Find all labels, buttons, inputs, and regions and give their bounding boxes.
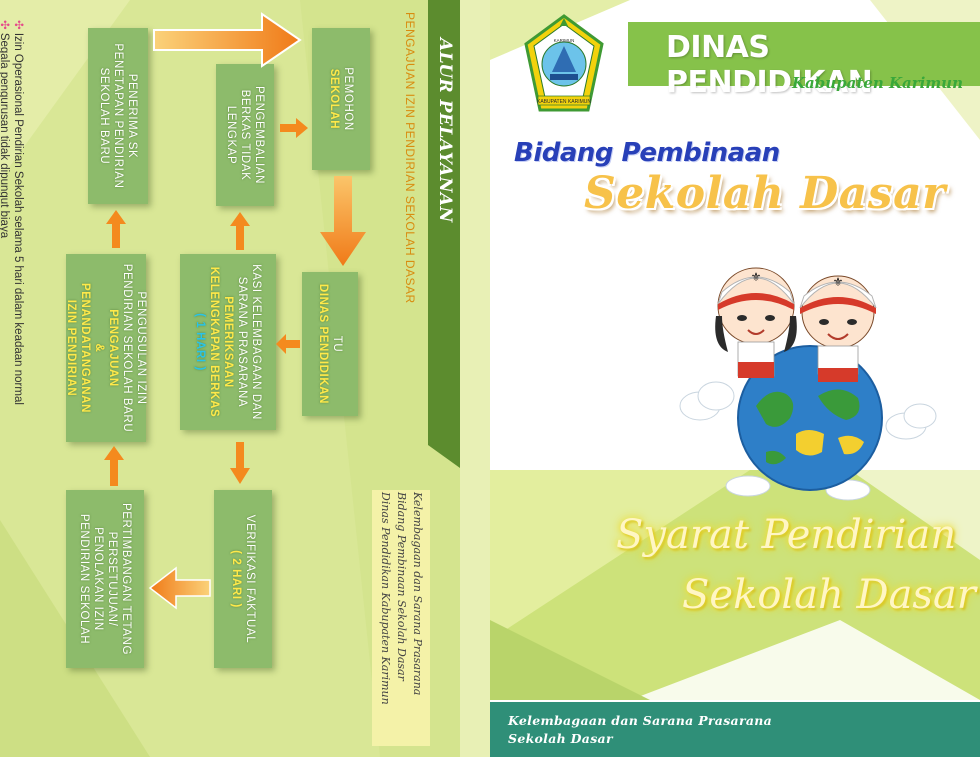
logo-text-bottom: KABUPATEN KARIMUN: [537, 99, 591, 105]
box-penerima-line3: SEKOLAH BARU: [98, 67, 110, 165]
box-pengusulan-line4: &: [93, 343, 105, 353]
box-pengusulan-line5: PENANDATANGANAN: [79, 283, 91, 413]
credit-line-2: Bidang Pembinaan Sekolah Dasar: [395, 492, 408, 681]
arrow-down-small-icon: [230, 442, 250, 484]
header-band: [628, 22, 980, 86]
credit-block: [372, 490, 430, 746]
box-kasi-line3: PEMERIKSAAN: [222, 296, 234, 388]
box-verifikasi: VERIFIKASI FAKTUAL ( 2 HARI ): [214, 490, 272, 668]
box-penerima: PENERIMA SK PENETAPAN PENDIRIAN SEKOLAH …: [88, 28, 148, 204]
box-kasi-line1: KASI KELEMBAGAAN DAN: [250, 264, 262, 420]
box-kasi-line4: KELENGKAPAN BERKAS: [208, 266, 220, 418]
footer-line-2: Sekolah Dasar: [508, 731, 613, 746]
box-pengusulan: PENGUSULAN IZIN PENDIRIAN SEKOLAH BARU P…: [65, 254, 147, 442]
box-verifikasi-line1: VERIFIKASI FAKTUAL: [244, 514, 256, 644]
box-penerima-line2: PENETAPAN PENDIRIAN: [112, 43, 124, 189]
cover-panel: KABUPATEN KARIMUN KARIMUN DINAS PENDIDIK…: [490, 0, 980, 757]
syarat-title-line1: Syarat Pendirian: [616, 512, 957, 558]
box-pertimbangan-line3: PENOLAKAN IZIN: [92, 527, 104, 631]
students-globe-illustration: ⚜ ⚜: [679, 267, 937, 501]
arrow-left-small-icon-2: [276, 334, 300, 354]
box-kasi: KASI KELEMBAGAAN DAN SARANA PRASARANA PE…: [180, 254, 276, 430]
box-pengusulan-line6: IZIN PENDIRIAN: [65, 299, 77, 397]
box-pemohon-label: PEMOHON: [342, 67, 354, 131]
arrow-up-small-icon: [230, 212, 250, 250]
arrow-left-big-icon: [148, 566, 211, 610]
syarat-title-line2: Sekolah Dasar: [682, 572, 976, 618]
flow-title: ALUR PELAYANAN: [435, 38, 455, 223]
bullet-icon-2: ✣: [0, 20, 10, 30]
note-2: ✣ Segala pengurusan tidak dipungut biaya: [0, 20, 12, 238]
box-pengusulan-line2: PENDIRIAN SEKOLAH BARU: [121, 263, 133, 433]
box-pengembalian-line1: PENGEMBALIAN: [253, 86, 265, 184]
box-tu-line2: DINAS PENDIDIKAN: [317, 283, 329, 405]
note-2-text: Segala pengurusan tidak dipungut biaya: [0, 32, 10, 239]
arrow-up-small-icon-3: [104, 446, 124, 486]
logo-text-top: KARIMUN: [554, 38, 575, 43]
box-pertimbangan-line2: PERSETUJUAN/: [106, 531, 118, 627]
dinas-title: DINAS PENDIDIKAN: [666, 30, 873, 100]
kabupaten-subtitle: Kabupaten Karimun: [792, 74, 963, 92]
box-pengusulan-line1: PENGUSULAN IZIN: [135, 291, 147, 405]
box-pertimbangan-line1: PERTIMBANGAN TETANG: [120, 503, 132, 655]
arrow-up-small-icon-2: [106, 210, 126, 248]
box-pengusulan-line3: PENGAJUAN: [107, 309, 119, 387]
bidang-title: Bidang Pembinaan: [514, 138, 780, 168]
box-kasi-line2: SARANA PRASARANA: [236, 276, 248, 408]
footer-line-1: Kelembagaan dan Sarana Prasarana: [508, 713, 773, 728]
arrow-right-big-icon: [153, 12, 302, 68]
credit-line-1: Kelembagaan dan Sarana Prasarana: [411, 492, 424, 696]
box-tu: TU DINAS PENDIDIKAN: [302, 272, 358, 416]
sekolah-dasar-title: Sekolah Dasar: [584, 168, 946, 219]
box-penerima-line1: PENERIMA SK: [126, 73, 138, 159]
box-kasi-line5: ( 1 HARI ): [194, 313, 206, 371]
credit-line-3: Dinas Pendidikan Kabupaten Karimun: [379, 492, 392, 705]
box-pengembalian: PENGEMBALIAN BERKAS TIDAK LENGKAP: [216, 64, 274, 206]
kid2-badge-icon: ⚜: [833, 275, 844, 289]
note-1: ✣ Izin Operasional Pendirian Sekolah sel…: [12, 20, 26, 405]
flow-panel: ALUR PELAYANAN PENGAJUAN IZIN PENDIRIAN …: [0, 0, 490, 757]
box-tu-line1: TU: [331, 335, 343, 353]
box-pengembalian-line2: BERKAS TIDAK: [239, 89, 251, 181]
box-pemohon-label2: SEKOLAH: [328, 68, 340, 130]
flow-subtitle: PENGAJUAN IZIN PENDIRIAN SEKOLAH DASAR: [403, 12, 417, 304]
arrow-down-big-icon: [320, 176, 366, 266]
kid1-badge-icon: ⚜: [751, 270, 762, 284]
box-verifikasi-line2: ( 2 HARI ): [230, 550, 242, 608]
box-pertimbangan: PERTIMBANGAN TETANG PERSETUJUAN/ PENOLAK…: [66, 490, 144, 668]
bullet-icon: ✣: [12, 20, 24, 30]
kabupaten-logo-icon: KABUPATEN KARIMUN KARIMUN: [524, 14, 604, 112]
box-pemohon: PEMOHON SEKOLAH: [312, 28, 370, 170]
footer-band: [490, 702, 980, 757]
note-1-text: Izin Operasional Pendirian Sekolah selam…: [12, 32, 24, 405]
box-pertimbangan-line4: PENDIRIAN SEKOLAH: [78, 513, 90, 645]
arrow-left-small-icon: [280, 118, 308, 138]
box-pengembalian-line3: LENGKAP: [225, 105, 237, 165]
